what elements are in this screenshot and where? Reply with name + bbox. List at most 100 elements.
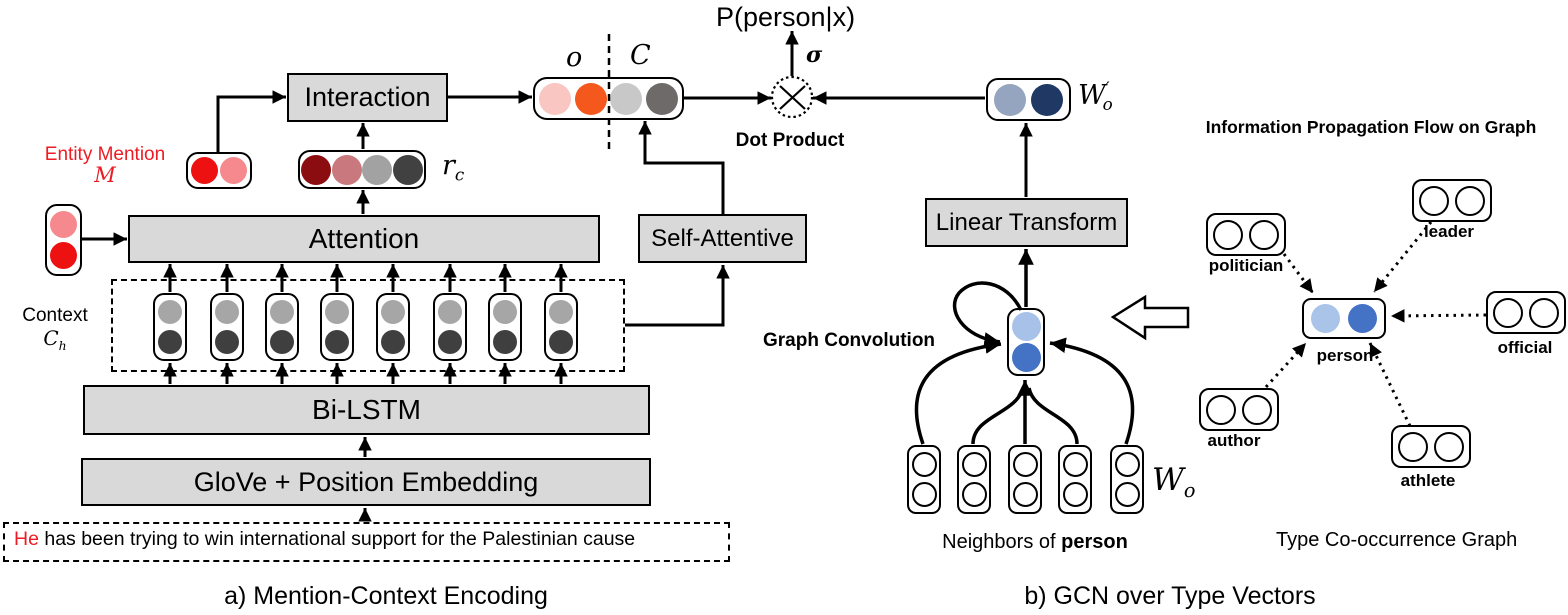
label-author: author <box>1207 431 1261 450</box>
probability-label: P(person|x) <box>716 2 856 32</box>
vector-dot <box>50 210 77 238</box>
mention-vector-vertical <box>45 204 82 276</box>
vector-dot <box>325 300 349 325</box>
vector-dot <box>574 82 607 115</box>
vector-dot <box>993 83 1026 116</box>
self-attentive-box: Self-Attentive <box>638 214 807 263</box>
context-capsule <box>488 293 522 361</box>
mention-symbol: M <box>94 163 116 187</box>
gcn-arc-left <box>914 338 1002 445</box>
context-title: Context <box>22 305 88 326</box>
vector-dot <box>549 300 573 325</box>
vector-dot <box>393 154 424 185</box>
context-dashed-box <box>111 279 625 372</box>
gcn-arc-inner-right <box>1027 387 1079 445</box>
neighbor-capsule <box>1058 445 1092 514</box>
type-graph-caption: Type Co-occurrence Graph <box>1276 529 1518 551</box>
vector-dot <box>1528 297 1559 328</box>
vector-dot <box>1419 185 1450 216</box>
vector-dot <box>438 300 462 325</box>
vector-dot <box>215 300 239 325</box>
neighbor-capsule <box>1110 445 1144 514</box>
vector-dot <box>549 329 573 354</box>
vector-dot <box>362 154 393 185</box>
sentence-highlight: He <box>14 528 39 550</box>
vector-dot <box>158 300 182 325</box>
dot-product-label: Dot Product <box>735 130 845 151</box>
vector-dot <box>1241 394 1272 425</box>
label-person: person <box>1316 346 1374 365</box>
glove-label: GloVe + Position Embedding <box>193 466 539 497</box>
context-symbol: Ch <box>43 326 67 353</box>
vector-dot <box>1248 219 1279 250</box>
dot-product-x-icon <box>779 85 806 110</box>
c-symbol: C <box>630 40 651 71</box>
rc-symbol: rc <box>442 150 465 185</box>
vector-dot <box>538 82 571 115</box>
vector-dot <box>215 329 239 354</box>
vector-dot <box>961 482 987 507</box>
vector-dot <box>493 329 517 354</box>
vector-dot <box>1454 185 1485 216</box>
vector-dot <box>190 157 218 184</box>
caption-mention-context: a) Mention-Context Encoding <box>224 582 548 610</box>
vector-dot <box>381 329 405 354</box>
label-athlete: athlete <box>1400 471 1456 490</box>
vector-dot <box>1031 83 1064 116</box>
vector-dot <box>1433 431 1464 462</box>
caption-gcn: b) GCN over Type Vectors <box>1024 582 1316 610</box>
sentence-text: He has been trying to win international … <box>14 528 635 551</box>
vector-dot <box>1062 482 1088 507</box>
context-label: Context Ch <box>5 305 105 357</box>
type-node-politician <box>1206 213 1286 256</box>
glove-box: GloVe + Position Embedding <box>81 458 651 506</box>
gcn-output-capsule <box>1007 308 1045 376</box>
dot-product-icon <box>770 75 814 119</box>
vector-dot <box>158 329 182 354</box>
type-node-person <box>1302 298 1386 339</box>
context-capsule <box>153 293 187 361</box>
vector-dot <box>961 452 987 477</box>
vector-dot <box>1311 304 1341 333</box>
attention-box: Attention <box>128 215 600 263</box>
vector-dot <box>1347 304 1377 333</box>
vector-dot <box>646 82 679 115</box>
vector-dot <box>270 329 294 354</box>
vector-dot <box>1012 452 1038 477</box>
neighbor-capsule <box>957 445 991 514</box>
hollow-left-arrow-icon <box>1110 294 1190 341</box>
type-node-author <box>1199 388 1279 431</box>
bilstm-label: Bi-LSTM <box>312 394 421 425</box>
vector-dot <box>50 242 77 270</box>
gcn-arc-right <box>1049 337 1135 445</box>
label-leader: leader <box>1423 222 1475 241</box>
context-capsule <box>265 293 299 361</box>
bilstm-box: Bi-LSTM <box>83 385 650 435</box>
vector-dot <box>220 157 248 184</box>
vector-dot <box>1493 297 1524 328</box>
type-node-leader <box>1412 179 1492 222</box>
graph-convolution-label: Graph Convolution <box>763 330 936 351</box>
oc-vector-capsule <box>533 77 684 120</box>
sigma-symbol: σ <box>806 42 823 68</box>
gcn-arc-inner-left <box>971 387 1025 445</box>
sentence-box <box>3 522 730 562</box>
wo-prime-symbol: W′o <box>1078 78 1113 115</box>
mention-vector-horizontal <box>186 152 252 189</box>
vector-dot <box>1012 482 1038 507</box>
entity-mention-title: Entity Mention <box>44 144 166 165</box>
context-capsule <box>544 293 578 361</box>
vector-dot <box>1206 394 1237 425</box>
vector-dot <box>610 82 643 115</box>
linear-transform-label: Linear Transform <box>935 208 1118 236</box>
type-node-official <box>1486 291 1566 334</box>
vector-dot <box>911 482 937 507</box>
info-flow-title: Information Propagation Flow on Graph <box>1205 117 1537 137</box>
context-capsule <box>376 293 410 361</box>
label-politician: politician <box>1208 256 1284 275</box>
arrow-context-to-selfattentive <box>625 265 730 327</box>
linear-transform-box: Linear Transform <box>925 198 1128 247</box>
interaction-box: Interaction <box>287 73 448 122</box>
neighbor-capsule <box>1008 445 1042 514</box>
rc-vector-capsule <box>298 150 426 189</box>
